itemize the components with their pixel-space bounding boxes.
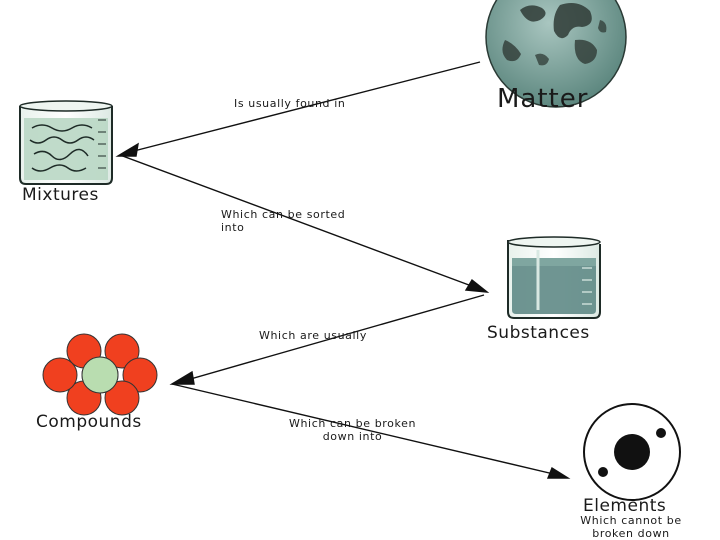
arrow-matter-to-mixtures [115, 61, 481, 157]
compound-molecule-icon [42, 333, 158, 416]
matter-label: Matter [497, 84, 589, 114]
globe-icon [485, 0, 627, 108]
elements-label: Elements [583, 496, 667, 516]
elements-description: Which cannot be broken down [580, 514, 682, 540]
mixture-beaker-icon [19, 100, 113, 185]
compounds-label: Compounds [36, 412, 142, 432]
arrow-compounds-to-elements [171, 383, 571, 479]
arrow-mixtures-to-substances [119, 154, 490, 293]
edge-label-substances-compounds: Which are usually [259, 329, 367, 342]
mixtures-label: Mixtures [22, 185, 99, 205]
edge-label-compounds-elements: Which can be broken down into [289, 417, 417, 443]
atom-icon [583, 403, 681, 501]
arrow-substances-to-compounds [169, 294, 485, 385]
edge-label-mixtures-substances: Which can be sorted into [221, 208, 346, 234]
substances-label: Substances [487, 323, 590, 343]
edge-arrows [115, 61, 571, 479]
edge-label-matter-mixtures: Is usually found in [234, 97, 346, 110]
substance-beaker-icon [507, 236, 601, 319]
